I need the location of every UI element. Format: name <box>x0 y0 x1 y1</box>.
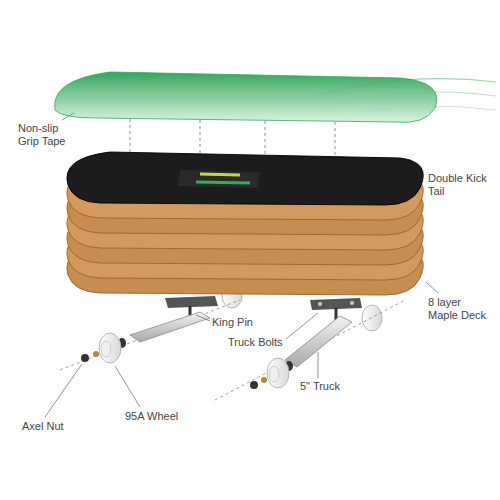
part-label: King Pin <box>212 316 253 329</box>
part-label: Non-slip Grip Tape <box>18 122 80 148</box>
part-label: Axel Nut <box>22 420 64 433</box>
part-label: 95A Wheel <box>125 410 178 423</box>
part-label: Double Kick Tail <box>428 172 494 198</box>
part-label: 5" Truck <box>300 380 340 393</box>
part-label: Truck Bolts <box>228 336 283 349</box>
part-label: 8 layer Maple Deck <box>428 296 494 322</box>
